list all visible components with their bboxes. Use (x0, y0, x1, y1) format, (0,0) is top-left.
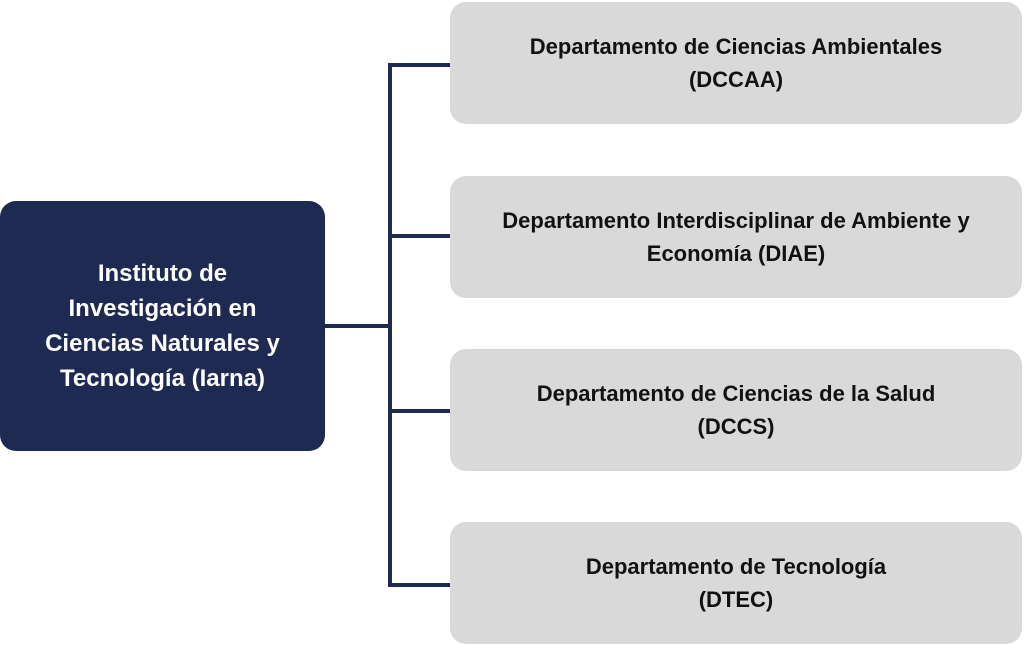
connector-root (325, 324, 390, 328)
department-node-dtec: Departamento de Tecnología (DTEC) (450, 522, 1022, 644)
department-label: Departamento de Tecnología (DTEC) (585, 554, 887, 612)
department-label: Departamento Interdisciplinar de Ambient… (502, 208, 970, 266)
department-label: Departamento de Ciencias de la Salud (DC… (536, 381, 936, 439)
department-node-dccaa: Departamento de Ciencias Ambientales (DC… (450, 2, 1022, 124)
root-node-label: Instituto de Investigación en Ciencias N… (45, 260, 280, 392)
connector-branch-3 (388, 409, 450, 413)
root-node-iarna: Instituto de Investigación en Ciencias N… (0, 201, 325, 451)
department-label: Departamento de Ciencias Ambientales (DC… (529, 34, 943, 92)
connector-branch-1 (388, 63, 450, 67)
connector-branch-4 (388, 583, 450, 587)
connector-branch-2 (388, 234, 450, 238)
department-node-diae: Departamento Interdisciplinar de Ambient… (450, 176, 1022, 298)
department-node-dccs: Departamento de Ciencias de la Salud (DC… (450, 349, 1022, 471)
connector-trunk (388, 63, 392, 587)
